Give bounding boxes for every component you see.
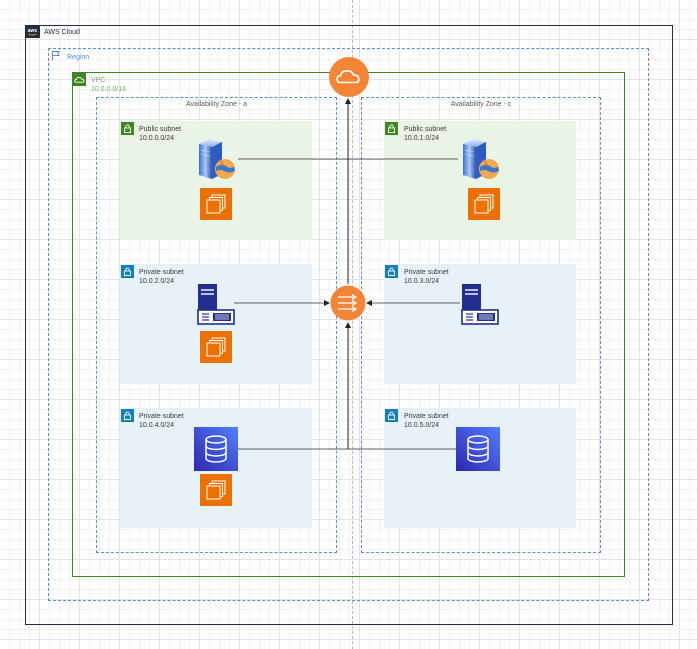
subnet-cidr: 10.0.3.0/24: [404, 277, 440, 285]
web-server-icon[interactable]: [196, 136, 238, 182]
lock-icon: [385, 265, 398, 278]
subnet-name: Private subnet: [404, 413, 449, 420]
region-group[interactable]: [48, 48, 649, 601]
lock-icon: [385, 409, 398, 422]
public-subnet-c-label: Public subnet 10.0.1.0/24: [404, 126, 446, 143]
region-flag-icon: [49, 49, 62, 62]
lock-icon: [385, 122, 398, 135]
private-subnet-app-a-label: Private subnet 10.0.2.0/24: [139, 269, 184, 286]
subnet-name: Private subnet: [139, 269, 184, 276]
subnet-cidr: 10.0.4.0/24: [139, 421, 175, 429]
lock-icon: [121, 409, 134, 422]
lock-icon: [121, 122, 134, 135]
subnet-cidr: 10.0.2.0/24: [139, 277, 175, 285]
database-icon[interactable]: [194, 427, 238, 471]
ec2-instance-icon[interactable]: [200, 188, 232, 220]
availability-zone-c[interactable]: [361, 97, 601, 553]
internet-gateway-icon[interactable]: [328, 56, 370, 98]
ec2-instance-icon[interactable]: [468, 188, 500, 220]
public-subnet-a-label: Public subnet 10.0.0.0/24: [139, 126, 181, 143]
ec2-instance-icon[interactable]: [200, 331, 232, 363]
subnet-name: Private subnet: [404, 269, 449, 276]
center-guide-line: [352, 0, 353, 649]
availability-zone-a[interactable]: [96, 97, 337, 553]
subnet-name: Private subnet: [139, 413, 184, 420]
subnet-cidr: 10.0.5.0/24: [404, 421, 440, 429]
subnet-name: Public subnet: [404, 126, 447, 133]
subnet-cidr: 10.0.1.0/24: [404, 134, 440, 142]
availability-zone-c-label: Availability Zone - c: [450, 101, 512, 108]
app-server-icon[interactable]: [197, 283, 235, 325]
ec2-instance-icon[interactable]: [200, 474, 232, 506]
subnet-name: Public subnet: [139, 126, 182, 133]
app-server-icon[interactable]: [461, 283, 499, 325]
subnet-cidr: 10.0.0.0/24: [139, 134, 175, 142]
vpc-label: VPC 10.0.0.0/16: [91, 77, 126, 94]
vpc-cidr: 10.0.0.0/16: [91, 85, 127, 93]
lock-icon: [121, 265, 134, 278]
vpc-name: VPC: [91, 77, 106, 84]
aws-cloud-label: AWS Cloud: [44, 29, 80, 36]
private-subnet-db-a-label: Private subnet 10.0.4.0/24: [139, 413, 184, 430]
aws-cloud-group[interactable]: [25, 25, 673, 625]
svg-text:aws: aws: [28, 28, 38, 34]
web-server-icon[interactable]: [460, 136, 502, 182]
database-icon[interactable]: [456, 427, 500, 471]
aws-logo-icon: aws: [25, 25, 40, 38]
private-subnet-db-c-label: Private subnet 10.0.5.0/24: [404, 413, 449, 430]
vpc-cloud-icon: [73, 73, 86, 86]
region-label: Region: [67, 54, 90, 61]
private-subnet-app-c-label: Private subnet 10.0.3.0/24: [404, 269, 449, 286]
availability-zone-a-label: Availability Zone - a: [186, 101, 247, 108]
nat-gateway-icon[interactable]: [330, 285, 366, 321]
